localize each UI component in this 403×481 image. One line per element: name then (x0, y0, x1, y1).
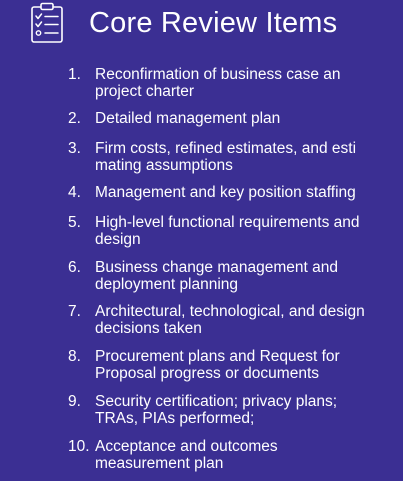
item-text-line: Firm costs, refined estimates, and esti (95, 140, 357, 157)
item-text-line: Procurement plans and Request for (95, 348, 340, 365)
item-number: 2. (68, 110, 81, 127)
item-text-line: Architectural, technological, and design (95, 303, 365, 320)
item-text-line: decisions taken (95, 320, 202, 337)
item-text: Acceptance and outcomes measurement plan (95, 438, 395, 472)
item-text: Management and key position staffing (95, 184, 395, 201)
item-number: 6. (68, 259, 81, 276)
item-number: 1. (68, 66, 81, 83)
item-text-line: Security certification; privacy plans; (95, 393, 338, 410)
item-text-line: deployment planning (95, 276, 239, 293)
item-number: 4. (68, 184, 81, 201)
page-title: Core Review Items (89, 7, 338, 39)
item-text: Reconfirmation of business case an proje… (95, 66, 395, 100)
checklist-icon (31, 2, 63, 43)
item-number: 5. (68, 214, 81, 231)
item-text-line: High-level functional requirements and (95, 214, 360, 231)
item-text: Business change management and deploymen… (95, 259, 395, 293)
item-text-line: Business change management and (95, 259, 338, 276)
item-text-line: project charter (95, 83, 195, 100)
item-text-line: Detailed management plan (95, 110, 281, 127)
item-number: 10. (68, 438, 90, 455)
item-text: Detailed management plan (95, 110, 395, 127)
item-number: 9. (68, 393, 81, 410)
item-text: Firm costs, refined estimates, and esti … (95, 140, 395, 174)
item-text-line: mating assumptions (95, 157, 233, 174)
item-text-line: Reconfirmation of business case an (95, 66, 341, 83)
item-number: 7. (68, 303, 81, 320)
item-number: 8. (68, 348, 81, 365)
item-text-line: Proposal progress or documents (95, 365, 320, 382)
item-text: Architectural, technological, and design… (95, 303, 395, 337)
header: Core Review Items (0, 0, 403, 50)
item-text: Security certification; privacy plans; T… (95, 393, 395, 427)
item-text-line: TRAs, PIAs performed; (95, 410, 255, 427)
item-text-line: Acceptance and outcomes (95, 438, 278, 455)
item-text-line: measurement plan (95, 455, 224, 472)
item-text: Procurement plans and Request for Propos… (95, 348, 395, 382)
item-number: 3. (68, 140, 81, 157)
item-text-line: Management and key position staffing (95, 184, 356, 201)
item-text: High-level functional requirements and d… (95, 214, 395, 248)
item-text-line: design (95, 231, 141, 248)
